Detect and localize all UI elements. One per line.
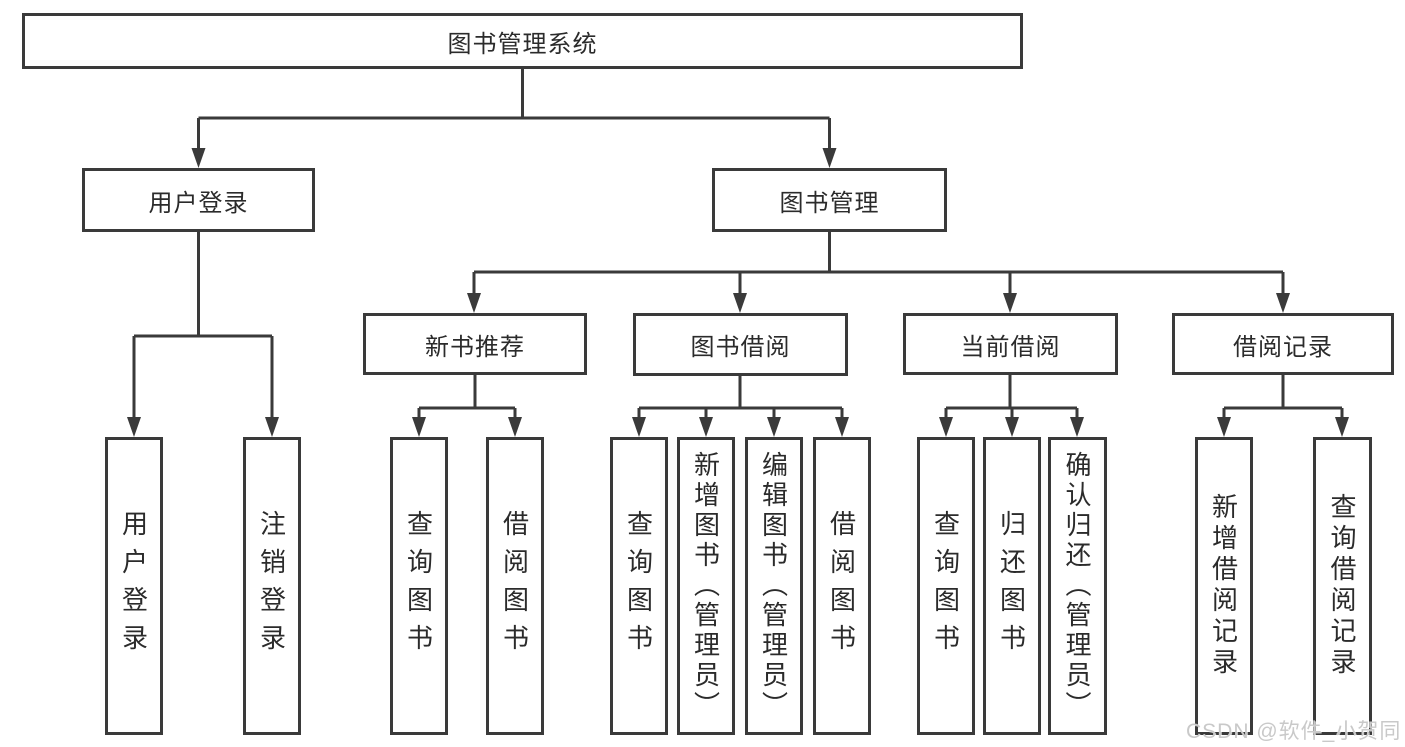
node-borrowing-records: 借阅记录 [1172, 313, 1394, 375]
csdn-watermark: CSDN @软件_小贺同学 [1186, 720, 1402, 743]
leaf-query-borrow-record: 查询借阅记录 [1313, 437, 1372, 735]
leaf-borrow-books-borrowing: 借阅图书 [813, 437, 871, 735]
leaf-borrow-books-recommend: 借阅图书 [486, 437, 544, 735]
leaf-query-books-current: 查询图书 [917, 437, 975, 735]
leaf-confirm-return-admin: 确认归还（管理员） [1048, 437, 1107, 735]
leaf-query-books-borrowing: 查询图书 [610, 437, 668, 735]
node-book-management: 图书管理 [712, 168, 947, 232]
node-new-book-recommendation: 新书推荐 [363, 313, 587, 375]
root-node-library-management-system: 图书管理系统 [22, 13, 1023, 69]
node-user-login: 用户登录 [82, 168, 315, 232]
leaf-add-books-admin: 新增图书（管理员） [677, 437, 735, 735]
leaf-user-login: 用户登录 [105, 437, 163, 735]
leaf-edit-books-admin: 编辑图书（管理员） [745, 437, 803, 735]
leaf-add-borrow-record: 新增借阅记录 [1195, 437, 1253, 735]
leaf-logout-login: 注销登录 [243, 437, 301, 735]
leaf-query-books-recommend: 查询图书 [390, 437, 448, 735]
node-book-borrowing: 图书借阅 [633, 313, 848, 376]
node-current-borrowing: 当前借阅 [903, 313, 1118, 375]
leaf-return-books: 归还图书 [983, 437, 1041, 735]
